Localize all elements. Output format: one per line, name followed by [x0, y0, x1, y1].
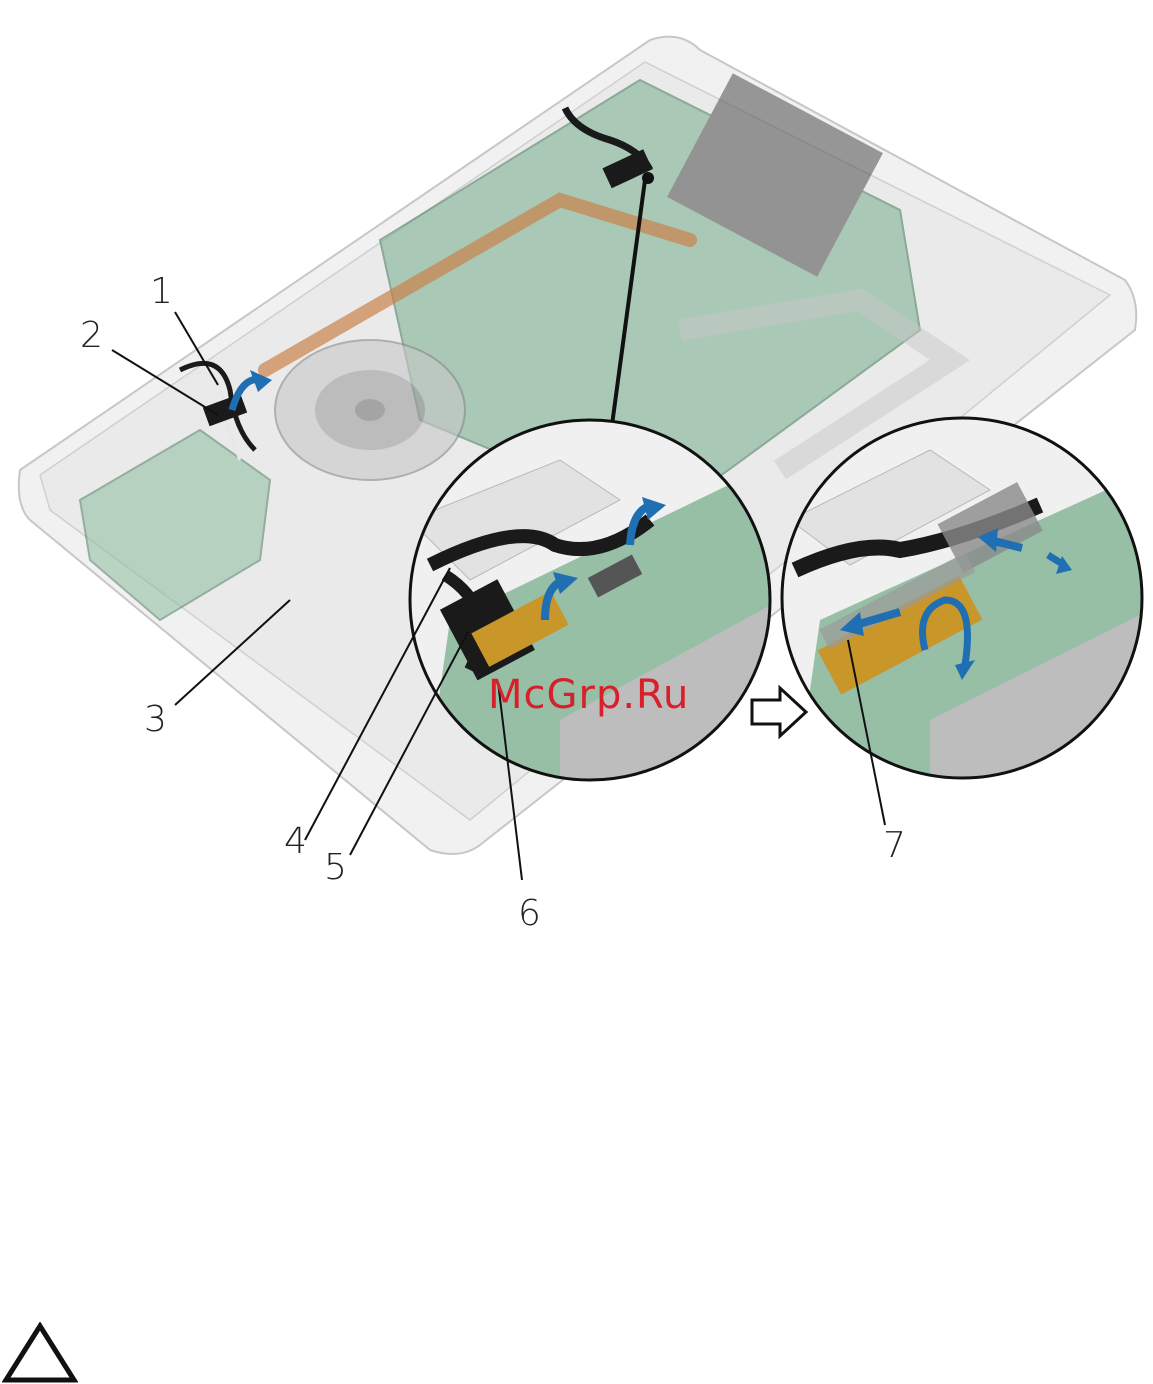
callout-3: 3	[144, 702, 167, 738]
leader-dot	[642, 172, 654, 184]
laptop-assembly-illustration	[0, 0, 1153, 960]
fan	[275, 340, 465, 480]
callout-1: 1	[150, 274, 173, 310]
callout-6: 6	[518, 896, 541, 932]
watermark: McGrp.Ru	[488, 672, 689, 718]
caution-icon	[2, 1322, 78, 1384]
zoom-detail-b	[782, 418, 1150, 800]
callout-5: 5	[324, 850, 347, 886]
next-step-arrow-icon	[752, 688, 806, 736]
callout-7: 7	[883, 828, 906, 864]
callout-2: 2	[80, 318, 103, 354]
callout-4: 4	[284, 824, 307, 860]
